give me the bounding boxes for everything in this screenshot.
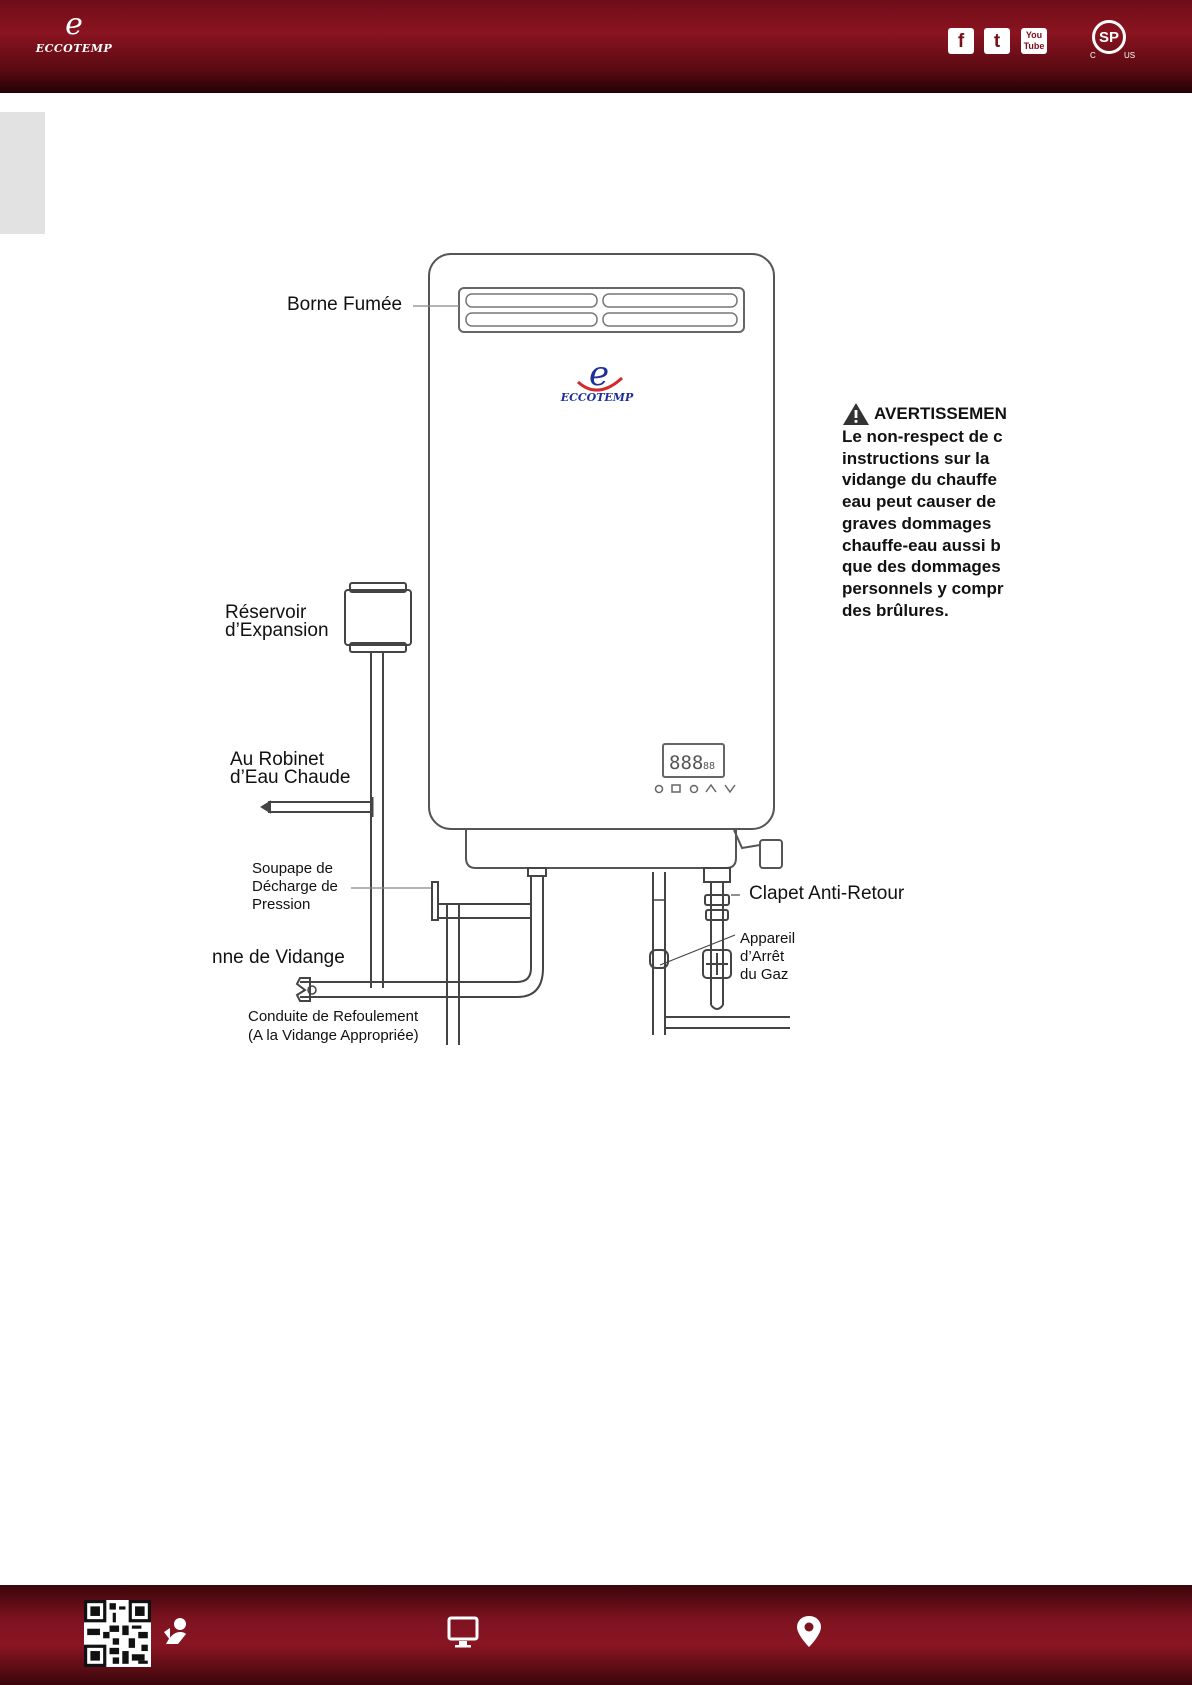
label-expansion-2: d’Expansion <box>225 620 329 641</box>
footer-bar <box>0 1585 1192 1685</box>
side-tab[interactable] <box>0 112 45 234</box>
header-bar: e ECCOTEMP f t You Tube SP C US <box>0 0 1192 93</box>
label-discharge-2: (A la Vidange Appropriée) <box>248 1027 419 1044</box>
csa-us-label: US <box>1124 51 1136 60</box>
heater-logo-name: ECCOTEMP <box>560 391 634 404</box>
twitter-icon[interactable]: t <box>984 28 1010 54</box>
label-check-valve: Clapet Anti-Retour <box>749 883 905 904</box>
brand-symbol: e <box>65 7 83 42</box>
label-discharge-1: Conduite de Refoulement <box>248 1008 419 1025</box>
display-small-digits: 88 <box>703 761 715 772</box>
label-gas-2: d’Arrêt <box>740 948 785 965</box>
label-drain-valve: nne de Vidange <box>212 947 345 968</box>
monitor-icon[interactable] <box>446 1614 480 1650</box>
warning-line: que des dommages <box>842 557 1001 577</box>
warning-line: chauffe-eau aussi b <box>842 535 1001 555</box>
vent-box <box>458 287 745 333</box>
youtube-icon[interactable]: You Tube <box>1021 28 1047 54</box>
water-heater-diagram: e ECCOTEMP 888 88 <box>260 253 790 1045</box>
label-expansion-1: Réservoir <box>225 602 307 623</box>
warning-line: personnels y compr <box>842 578 1004 598</box>
label-relief-2: Décharge de <box>252 878 338 895</box>
csa-certification-mark: SP C US <box>1088 18 1138 64</box>
warning-triangle-icon <box>843 403 869 425</box>
brand-name: ECCOTEMP <box>35 42 113 55</box>
label-relief-1: Soupape de <box>252 860 333 877</box>
display-digits: 888 <box>669 752 703 774</box>
facebook-icon[interactable]: f <box>948 28 974 54</box>
qr-code[interactable] <box>84 1600 151 1667</box>
label-vent: Borne Fumée <box>287 294 403 315</box>
contact-icon[interactable] <box>160 1614 194 1650</box>
brand-logo[interactable]: e ECCOTEMP <box>34 10 114 64</box>
warning-line: instructions sur la <box>842 448 990 468</box>
warning-line: des brûlures. <box>842 600 949 620</box>
csa-ring: SP <box>1092 20 1126 54</box>
label-gas-3: du Gaz <box>740 966 789 983</box>
label-hot-tap-1: Au Robinet <box>230 749 325 770</box>
label-gas-1: Appareil <box>740 930 796 947</box>
warning-title: AVERTISSEMEN <box>874 404 1007 424</box>
warning-line: vidange du chauffe <box>842 470 997 490</box>
warning-line: eau peut causer de <box>842 492 997 512</box>
heater-logo-e: e <box>589 354 609 394</box>
heater-body <box>428 253 775 830</box>
warning-line: Le non-respect de c <box>842 427 1003 446</box>
warning-line: graves dommages <box>842 513 992 533</box>
location-pin-icon[interactable] <box>792 1614 826 1650</box>
label-relief-3: Pression <box>252 896 311 913</box>
warning-notice: AVERTISSEMEN Le non-respect de c instruc… <box>842 402 1014 621</box>
label-hot-tap-2: d’Eau Chaude <box>230 767 351 788</box>
csa-c-label: C <box>1090 51 1096 60</box>
warning-title-row: AVERTISSEMEN <box>842 402 1014 426</box>
